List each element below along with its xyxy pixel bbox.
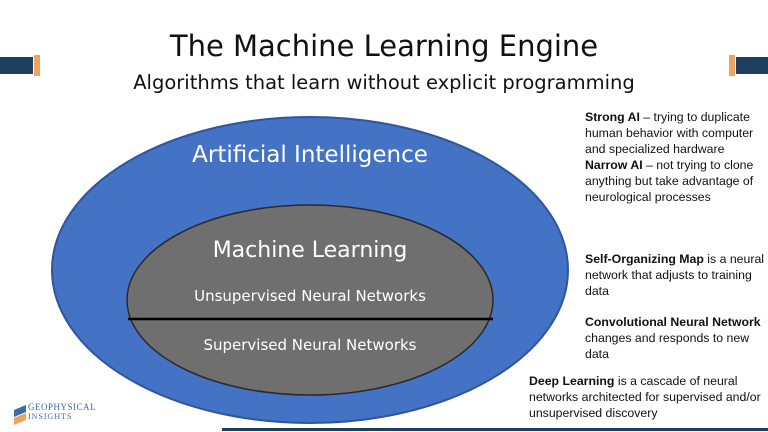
strong-ai-term: Strong AI xyxy=(585,110,640,124)
logo-text-line2: INSIGHTS xyxy=(28,412,73,421)
strong-ai-definition: – trying to duplicate human behavior wit… xyxy=(585,110,754,156)
artificial-intelligence-label: Artificial Intelligence xyxy=(192,142,428,168)
supervised-neural-networks-label: Supervised Neural Networks xyxy=(203,336,417,354)
geophysical-insights-logo xyxy=(14,405,26,425)
ai-types-note: Strong AI – trying to duplicate human be… xyxy=(585,109,765,205)
machine-learning-label: Machine Learning xyxy=(212,238,408,263)
unsupervised-neural-networks-label: Unsupervised Neural Networks xyxy=(194,287,426,305)
deep-learning-definition: is a cascade of neural networks architec… xyxy=(529,374,761,420)
cnn-note: Convolutional Neural Network changes and… xyxy=(585,314,765,362)
left-navy-accent-bar xyxy=(0,57,33,74)
logo-text-line1: GEOPHYSICAL xyxy=(28,402,97,412)
left-orange-accent-bar xyxy=(34,55,40,76)
self-organizing-map-definition: is a neural network that adjusts to trai… xyxy=(585,252,765,298)
self-organizing-map-note: Self-Organizing Map is a neural network … xyxy=(585,251,765,299)
bottom-divider-line xyxy=(222,428,768,431)
cnn-term: Convolutional Neural Network xyxy=(585,315,761,329)
slide-subtitle: Algorithms that learn without explicit p… xyxy=(133,71,635,94)
self-organizing-map-term: Self-Organizing Map xyxy=(585,252,704,266)
slide-title: The Machine Learning Engine xyxy=(169,29,599,63)
narrow-ai-definition: – not trying to clone anything but take … xyxy=(585,158,754,204)
narrow-ai-term: Narrow AI xyxy=(585,158,643,172)
deep-learning-term: Deep Learning xyxy=(529,374,615,388)
machine-learning-ellipse xyxy=(126,204,494,396)
deep-learning-note: Deep Learning is a cascade of neural net… xyxy=(529,373,765,421)
cnn-definition: changes and responds to new data xyxy=(585,331,750,361)
right-orange-accent-bar xyxy=(729,55,735,76)
right-navy-accent-bar xyxy=(736,57,768,74)
